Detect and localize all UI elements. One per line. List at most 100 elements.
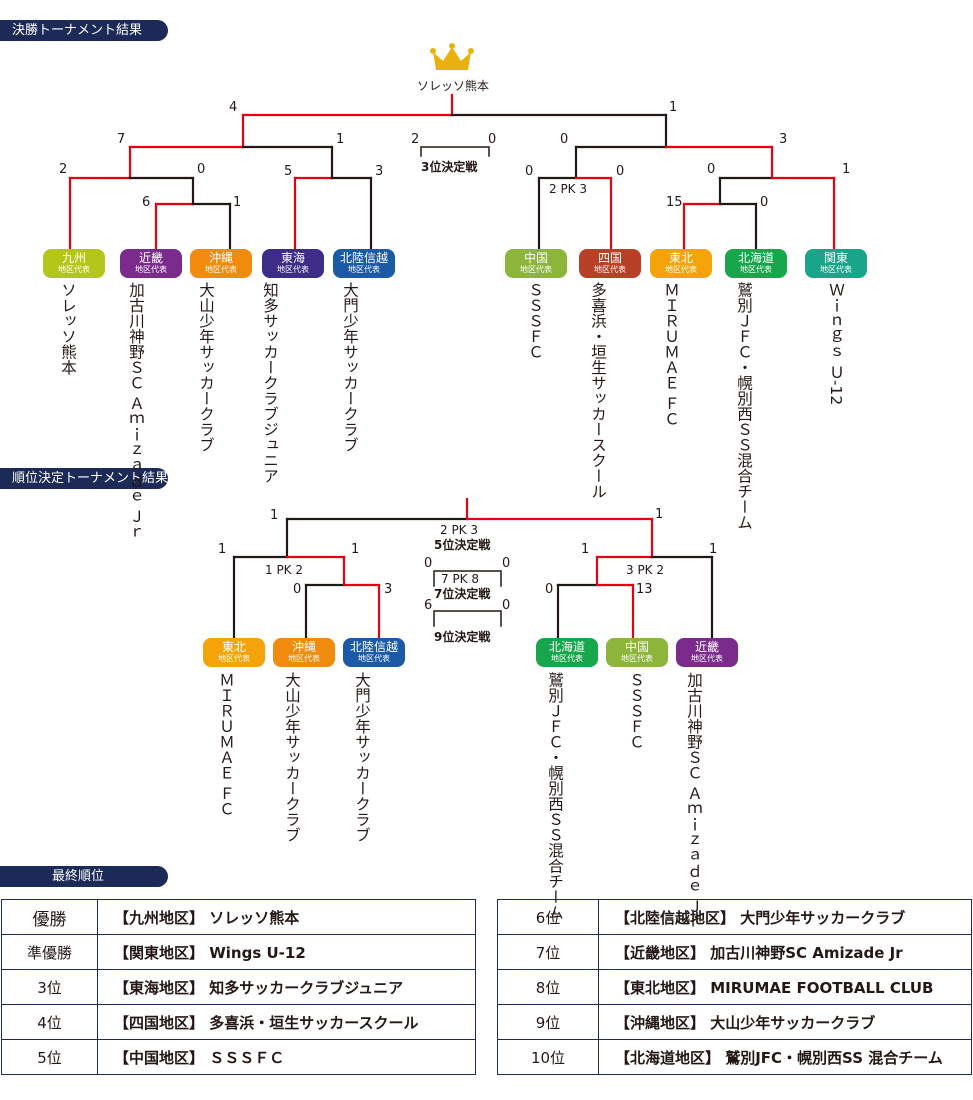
table-row: 3位【東海地区】 知多サッカークラブジュニア (1, 969, 476, 1005)
score: 3 (384, 582, 393, 597)
region-badge: 九州地区代表 (43, 249, 105, 278)
score: 0 (502, 598, 511, 613)
score: 0 (197, 162, 206, 177)
pk-result: 2 PK 3 (440, 523, 479, 537)
region-badge: 中国地区代表 (606, 638, 668, 667)
score: 0 (760, 195, 769, 210)
score: 0 (560, 132, 569, 147)
score: 1 (581, 542, 590, 557)
team-cell: 【北陸信越地区】 大門少年サッカークラブ (598, 899, 972, 935)
place-cell: 優勝 (1, 899, 98, 935)
table-row: 7位【近畿地区】 加古川神野SC Amizade Jr (497, 934, 972, 970)
team-name: 加古川神野ＳＣ Ａｍｉｚａｄｅ Ｊｒ (127, 282, 145, 540)
team-name: 大山少年サッカークラブ (197, 282, 215, 453)
third-place-label: 3位決定戦 (421, 160, 478, 174)
region-badge: 東北地区代表 (203, 638, 265, 667)
score: 1 (218, 542, 227, 557)
place-cell: 10位 (497, 1039, 599, 1075)
score: 15 (666, 195, 683, 210)
region-badge: 沖縄地区代表 (273, 638, 335, 667)
team-cell: 【九州地区】 ソレッソ熊本 (97, 899, 476, 935)
score: 6 (142, 195, 151, 210)
region-badge: 北陸信越地区代表 (343, 638, 405, 667)
region-badge: 東北地区代表 (650, 249, 712, 278)
score: 7 (117, 132, 126, 147)
pk-result: 2 PK 3 (549, 182, 588, 196)
region-badge: 関東地区代表 (805, 249, 867, 278)
score: 1 (709, 542, 718, 557)
team-cell: 【東海地区】 知多サッカークラブジュニア (97, 969, 476, 1005)
team-name: ＭＩＲＵＭＡＥ ＦＣ (217, 672, 235, 817)
team-cell: 【近畿地区】 加古川神野SC Amizade Jr (598, 934, 972, 970)
team-cell: 【中国地区】 ＳＳＳＦＣ (97, 1039, 476, 1075)
region-badge: 近畿地区代表 (676, 638, 738, 667)
score: 1 (351, 542, 360, 557)
score: 0 (293, 582, 302, 597)
team-name: 多喜浜・垣生サッカースクール (589, 282, 607, 499)
team-name: 大門少年サッカークラブ (353, 672, 371, 843)
team-name: 大山少年サッカークラブ (283, 672, 301, 843)
place-cell: 準優勝 (1, 934, 98, 970)
score: 1 (336, 132, 345, 147)
final-tournament-header: 決勝トーナメント結果 (0, 20, 168, 41)
score: 1 (669, 100, 678, 115)
score: 0 (424, 556, 433, 571)
place-cell: 4位 (1, 1004, 98, 1040)
score: 1 (233, 195, 242, 210)
team-name: 鷲別ＪＦＣ・幌別西ＳＳ混合チーム (735, 282, 753, 530)
score: 4 (229, 100, 238, 115)
score: 13 (636, 582, 653, 597)
team-cell: 【関東地区】 Wings U-12 (97, 934, 476, 970)
team-name: ＳＳＳＦＣ (627, 672, 645, 750)
table-row: 8位【東北地区】 MIRUMAE FOOTBALL CLUB (497, 969, 972, 1005)
region-badge: 沖縄地区代表 (190, 249, 252, 278)
team-name: ソレッソ熊本 (59, 282, 77, 375)
table-row: 優勝【九州地区】 ソレッソ熊本 (1, 899, 476, 935)
team-name: ＳＳＳＦＣ (526, 282, 544, 360)
table-row: 5位【中国地区】 ＳＳＳＦＣ (1, 1039, 476, 1075)
region-badge: 北海道地区代表 (536, 638, 598, 667)
place-cell: 6位 (497, 899, 599, 935)
score: 0 (707, 162, 716, 177)
region-badge: 北陸信越地区代表 (333, 249, 395, 278)
ninth-place-label: 9位決定戦 (434, 630, 491, 644)
team-name: 大門少年サッカークラブ (341, 282, 359, 453)
pk-result: 1 PK 2 (265, 563, 304, 577)
seventh-place-label: 7位決定戦 (434, 587, 491, 601)
region-badge: 北海道地区代表 (725, 249, 787, 278)
score: 0 (545, 582, 554, 597)
table-row: 10位【北海道地区】 鷲別JFC・幌別西SS 混合チーム (497, 1039, 972, 1075)
region-badge: 東海地区代表 (262, 249, 324, 278)
score: 6 (424, 598, 433, 613)
team-cell: 【四国地区】 多喜浜・垣生サッカースクール (97, 1004, 476, 1040)
place-cell: 8位 (497, 969, 599, 1005)
place-cell: 5位 (1, 1039, 98, 1075)
table-row: 準優勝【関東地区】 Wings U-12 (1, 934, 476, 970)
table-row: 4位【四国地区】 多喜浜・垣生サッカースクール (1, 1004, 476, 1040)
team-name: 加古川神野ＳＣ Ａｍｉｚａｄｅ Ｊｒ (685, 672, 703, 930)
team-name: ＭＩＲＵＭＡＥ ＦＣ (662, 282, 680, 427)
score: 3 (375, 164, 384, 179)
standings-table-right: 6位【北陸信越地区】 大門少年サッカークラブ 7位【近畿地区】 加古川神野SC … (497, 899, 972, 1075)
place-cell: 3位 (1, 969, 98, 1005)
region-badge: 近畿地区代表 (120, 249, 182, 278)
team-cell: 【東北地区】 MIRUMAE FOOTBALL CLUB (598, 969, 972, 1005)
standings-table-left: 優勝【九州地区】 ソレッソ熊本 準優勝【関東地区】 Wings U-12 3位【… (1, 899, 476, 1075)
score: 0 (616, 164, 625, 179)
region-badge: 中国地区代表 (505, 249, 567, 278)
score: 5 (284, 164, 293, 179)
pk-result: 3 PK 2 (626, 563, 665, 577)
team-name: 知多サッカークラブジュニア (261, 282, 279, 484)
score: 0 (502, 556, 511, 571)
place-cell: 7位 (497, 934, 599, 970)
final-standings-header: 最終順位 (0, 866, 168, 887)
score: 1 (270, 508, 279, 523)
team-cell: 【沖縄地区】 大山少年サッカークラブ (598, 1004, 972, 1040)
score: 2 (59, 162, 68, 177)
table-row: 6位【北陸信越地区】 大門少年サッカークラブ (497, 899, 972, 935)
team-cell: 【北海道地区】 鷲別JFC・幌別西SS 混合チーム (598, 1039, 972, 1075)
fifth-place-label: 5位決定戦 (434, 538, 491, 552)
team-name: Ｗｉｎｇｓ Ｕ-12 (827, 282, 845, 406)
place-cell: 9位 (497, 1004, 599, 1040)
